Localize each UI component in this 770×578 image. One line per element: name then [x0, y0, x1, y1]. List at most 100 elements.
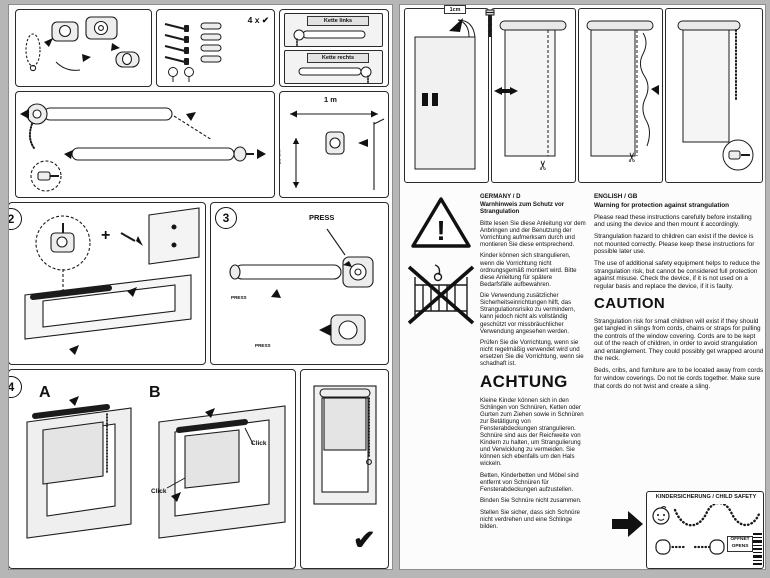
right-page: ✂ ✂ 1cm [399, 4, 766, 570]
german-country-header: GERMANY / D [480, 193, 521, 200]
blind-b [184, 429, 240, 489]
roller-b [176, 419, 248, 433]
trim3-diagram [586, 20, 659, 157]
chain-loop-icon [25, 33, 41, 67]
german-paragraph: Bitte lesen Sie diese Anleitung vor dem … [480, 219, 586, 248]
chain-loop-icon [673, 504, 761, 527]
fabric-curl [457, 19, 476, 38]
panel-step2: + [9, 202, 206, 365]
wall-section [148, 207, 200, 265]
crib-prohibited-icon [407, 264, 475, 325]
fabric [590, 29, 636, 157]
german-column: GERMANY / D Warnhinweis zum Schutz vor S… [480, 193, 586, 569]
german-caution-paragraph: Stellen Sie sicher, dass sich Schnüre ni… [480, 508, 580, 531]
german-paragraph: Die Verwendung zusätzlicher Sicherheitse… [480, 292, 576, 335]
arrow-icons [20, 109, 266, 159]
press-label-small-1: PRESS [231, 295, 247, 300]
chain-left-option: Kette links [284, 13, 383, 47]
option-a-label: A [39, 384, 51, 401]
step3-diagram [229, 228, 374, 346]
click-label-2: Click [151, 488, 167, 495]
screws-icon [164, 23, 186, 63]
pins-icon [168, 67, 194, 82]
chain-left-diagram [293, 29, 366, 46]
english-caution-paragraph: Strangulation risk for small children wi… [594, 317, 764, 363]
chain-left-label: Kette links [307, 16, 369, 26]
qty-text: 4 x [247, 15, 260, 25]
cut-strip [639, 32, 650, 147]
option-b-label: B [149, 384, 161, 401]
left-page: 4 x ✔ Kette links Kette rechts [8, 4, 393, 570]
trim-panel-1 [404, 8, 489, 183]
trim4-diagram [677, 20, 754, 171]
arrow-icons [290, 110, 378, 188]
distance-diagram [290, 110, 385, 190]
trim1-diagram [414, 18, 476, 170]
panel-hardware: 4 x ✔ [156, 9, 275, 87]
tube-upper [43, 107, 173, 121]
german-paragraph: Prüfen Sie die Vorrichtung, wenn sie nic… [480, 339, 584, 368]
english-warning-title: Warning for protection against strangula… [594, 201, 730, 209]
baby-face-icon [652, 506, 670, 525]
trim-panel-2: ✂ [491, 8, 576, 183]
press-label-small-2: PRESS [255, 343, 271, 348]
warning-exclamation: ! [436, 215, 445, 246]
child-safety-title: KINDERSICHERUNG / CHILD SAFETY [655, 494, 757, 500]
german-caution-heading: ACHTUNG [480, 371, 568, 391]
panel-step4-options: A B Click Click [9, 369, 296, 569]
tube-lower [71, 147, 235, 161]
pin-detail-circle [30, 160, 62, 192]
arrow-icon [449, 18, 463, 32]
click-label-1: Click [251, 440, 267, 447]
roller-a [32, 404, 110, 419]
english-country-header: ENGLISH / GB [594, 193, 638, 200]
roller-tube [586, 20, 654, 31]
panel-chain-side: Kette links Kette rechts [279, 9, 389, 87]
press-label-main: PRESS [309, 213, 335, 222]
child-safety-box: KINDERSICHERUNG / CHILD SAFETY ÖFFNET OP… [646, 491, 764, 569]
chain-right-option: Kette rechts [284, 50, 383, 84]
wall-anchors-icon [200, 22, 222, 63]
parts-diagram [25, 16, 140, 72]
arrow-icons [69, 236, 143, 355]
roller-tube [499, 20, 567, 31]
panel-step3: PRESS PRESS PRESS [210, 202, 389, 365]
one-meter-label: 1 m [324, 95, 337, 104]
english-paragraph: Please read these instructions carefully… [594, 213, 752, 229]
hardware-diagram [164, 22, 222, 82]
measure-arrows-icon [494, 87, 518, 95]
roller-tube [30, 285, 112, 300]
panel-final-view: ✔ [300, 369, 389, 569]
german-caution-paragraph: Kleine Kinder können sich in den Schling… [480, 396, 584, 468]
trim-panel-3: ✂ [578, 8, 663, 183]
cross-out-x [407, 265, 475, 325]
arrow-icon [651, 85, 659, 95]
german-warning-title: Warnhinweis zum Schutz vor Strangulation [480, 201, 565, 216]
english-paragraph: Strangulation hazard to children can exi… [594, 233, 755, 256]
barcode [753, 533, 762, 565]
one-cm-label: 1cm [444, 5, 466, 14]
step2-diagram [24, 207, 200, 355]
opens-line-en: OPENS [731, 543, 749, 549]
english-paragraph: The use of additional safety equipment h… [594, 260, 760, 290]
german-caution-paragraph: Betten, Kinderbetten und Möbel sind entf… [480, 471, 579, 493]
roller-tube [319, 388, 371, 398]
english-caution-paragraph: Beds, cribs, and furniture are to be loc… [594, 367, 764, 390]
step4-diagram [26, 396, 286, 539]
panel-bracket-distance: 1 m 13 cm [279, 91, 389, 198]
plus-sign: + [101, 227, 111, 244]
english-column: ENGLISH / GB Warning for protection agai… [594, 193, 764, 493]
arrow-icons [69, 396, 215, 502]
final-window-diagram [313, 385, 377, 505]
panel-parts-overview [15, 9, 152, 87]
trim2-diagram [494, 20, 567, 157]
blind-a [42, 421, 104, 485]
roller-tube [677, 20, 741, 31]
step3-number: 3 [215, 207, 237, 229]
fabric [682, 29, 730, 143]
chain-icon [28, 123, 35, 149]
trim-panel-4 [665, 8, 763, 183]
blind-fabric [323, 397, 367, 451]
check-icon: ✔ [261, 15, 269, 25]
